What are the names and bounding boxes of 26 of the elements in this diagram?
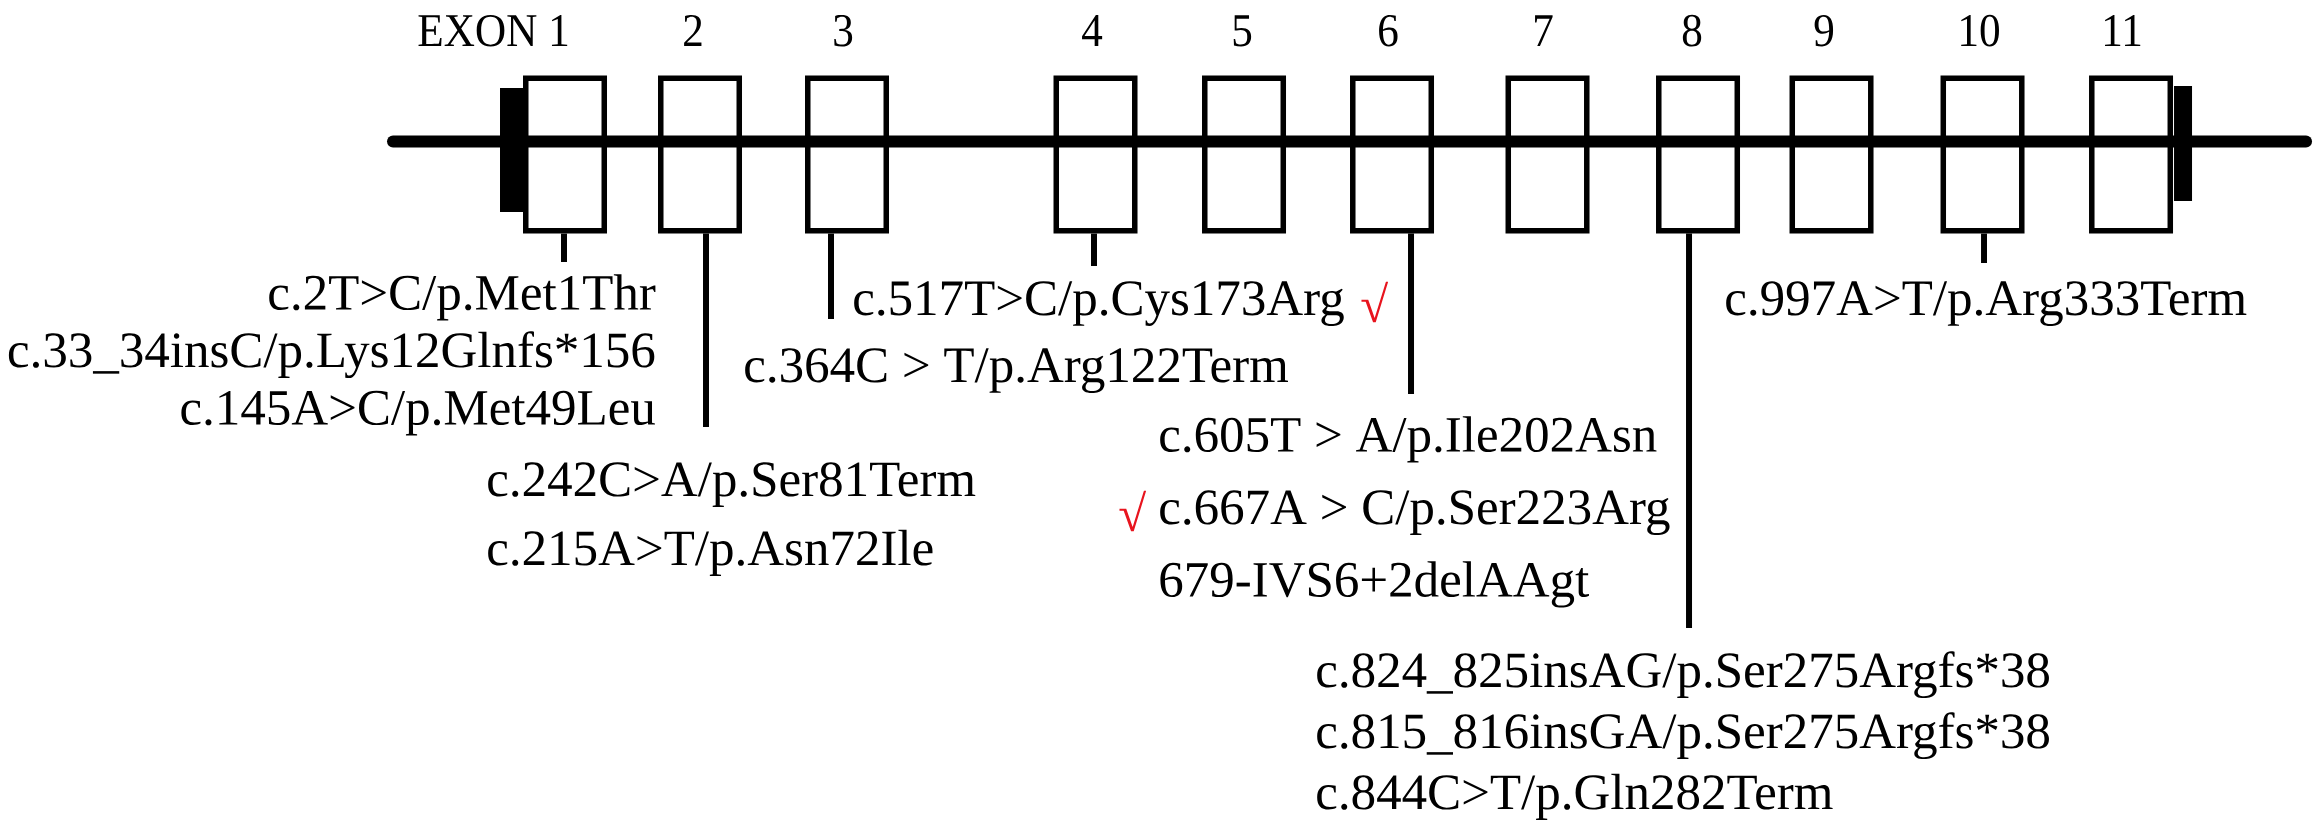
- mutation-list: c.824_825insAG/p.Ser275Argfs*38 c.815_816insGA/p.Ser275Argfs*38 c.844C>T/p.Gln282Term: [1317, 651, 2049, 820]
- utr-bar: [500, 88, 523, 212]
- leader-line: [1981, 233, 1988, 263]
- mutation-list: c.242C>A/p.Ser81Term c.215A>T/p.Asn72Ile: [488, 462, 976, 576]
- leader-line: [1091, 233, 1097, 266]
- exon-label: 11: [2105, 14, 2141, 46]
- exon-label: 7: [1535, 15, 1553, 46]
- exon-label: 4: [1082, 15, 1103, 46]
- check-mark: √: [1119, 490, 1147, 532]
- utr-bar: [2174, 86, 2193, 201]
- mutation-label: c.364C > T/p.Arg122Term: [745, 348, 1288, 393]
- exon-label: 9: [1814, 14, 1834, 47]
- exon-label: EXON 1: [418, 14, 568, 47]
- mutation-label: c.517T>C/p.Cys173Arg: [854, 281, 1344, 326]
- check-mark: √: [1361, 281, 1389, 323]
- exon-label: 2: [684, 14, 702, 46]
- exon-label: 10: [1961, 14, 1999, 47]
- exon-label: 5: [1233, 15, 1252, 47]
- leader-line: [828, 233, 834, 319]
- exon-label: 3: [834, 14, 853, 47]
- mutation-list: c.605T > A/p.Ile202Asn c.667A > C/p.Ser223Arg 679-IVS6+2delAAgt: [1160, 416, 1670, 608]
- leader-line: [561, 233, 567, 262]
- exon-label: 8: [1682, 14, 1702, 47]
- exon-label: 6: [1379, 14, 1398, 47]
- mutation-label: c.997A>T/p.Arg333Term: [1726, 281, 2247, 326]
- leader-line: [1408, 233, 1414, 394]
